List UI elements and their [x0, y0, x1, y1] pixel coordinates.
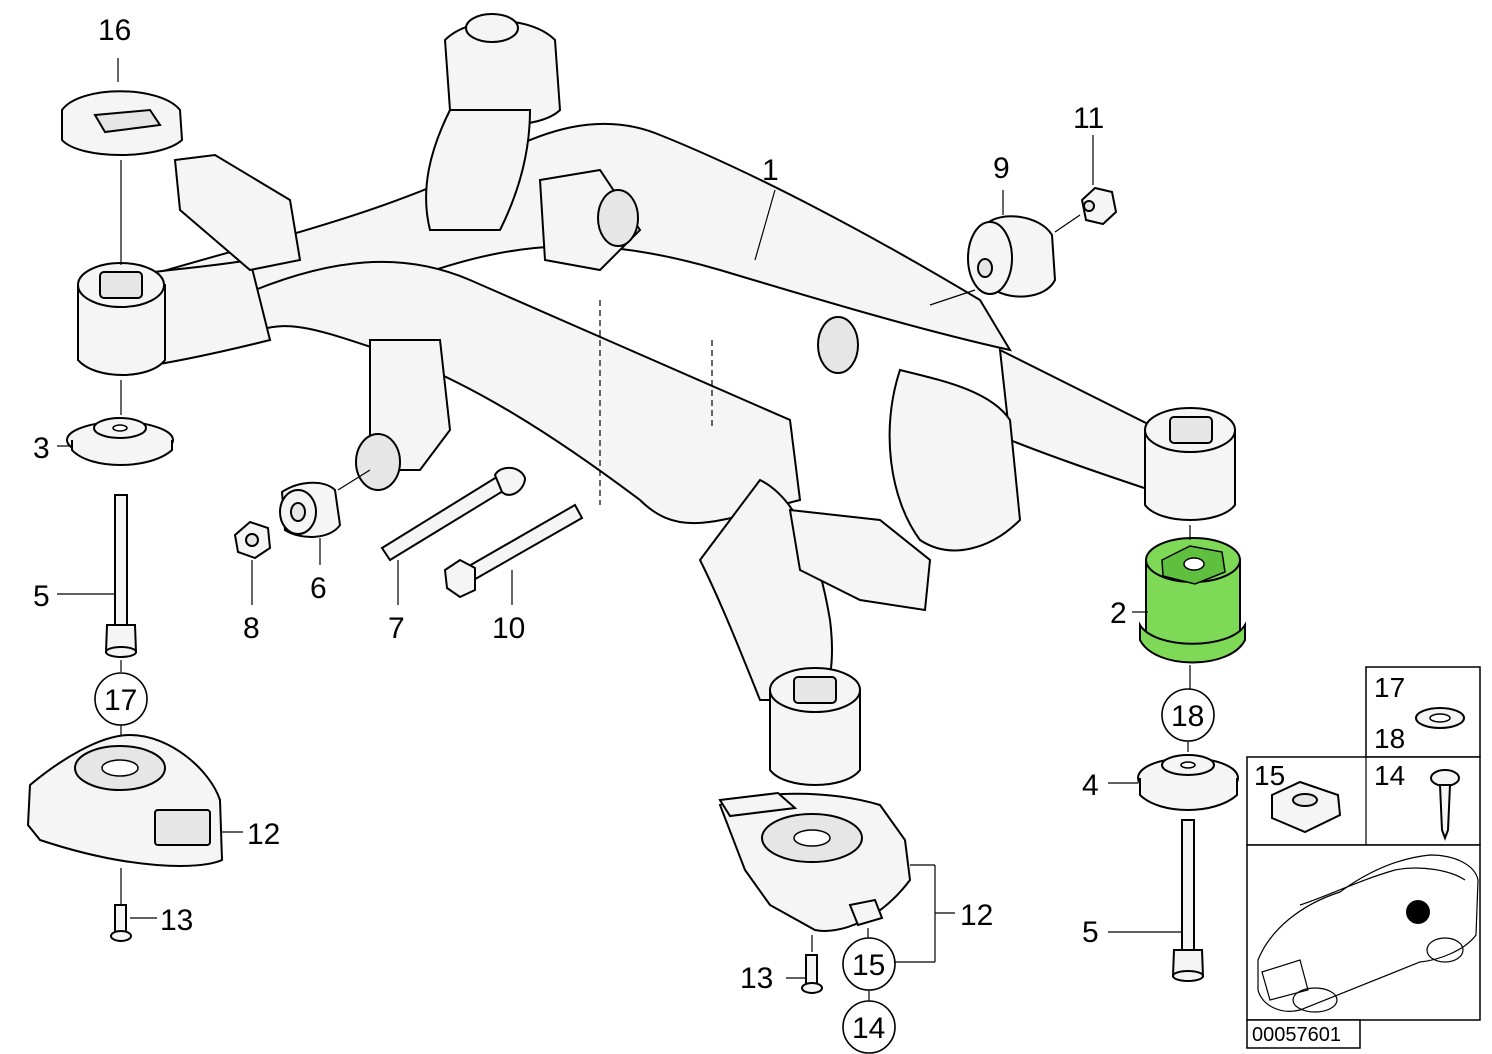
frame-bushing-left	[77, 262, 166, 376]
part-5-bolt-right[interactable]	[1171, 819, 1205, 982]
label-11: 11	[1073, 102, 1104, 135]
frame-bushing-front	[769, 667, 861, 786]
label-16: 16	[98, 14, 131, 47]
part-6-bushing[interactable]	[279, 481, 342, 538]
frame-bushing-right	[1144, 407, 1236, 521]
label-13-left: 13	[160, 904, 193, 937]
part-5-bolt-left[interactable]	[104, 494, 138, 658]
label-9: 9	[993, 152, 1010, 185]
label-13-front: 13	[740, 962, 773, 995]
part-2-bushing-highlighted[interactable]	[1139, 537, 1246, 664]
part-10-bolt[interactable]	[443, 503, 584, 599]
label-17-inset: 17	[1374, 672, 1405, 703]
label-15-inset: 15	[1254, 760, 1285, 791]
part-8-nut[interactable]	[233, 520, 272, 560]
rear-subframe[interactable]	[77, 13, 1236, 786]
label-2: 2	[1110, 597, 1127, 630]
label-3: 3	[33, 432, 50, 465]
inset-washer-17-18	[1415, 707, 1465, 729]
label-10: 10	[492, 612, 525, 645]
label-4: 4	[1082, 769, 1099, 802]
label-12-front: 12	[960, 899, 993, 932]
label-8: 8	[243, 612, 260, 645]
part-4-washer[interactable]	[1137, 754, 1239, 811]
label-1: 1	[762, 154, 779, 187]
part-9-bushing[interactable]	[967, 215, 1057, 298]
part-12-mount-left[interactable]	[26, 733, 224, 867]
label-6: 6	[310, 572, 327, 605]
part-12-mount-front[interactable]	[718, 791, 912, 932]
label-5-right: 5	[1082, 916, 1099, 949]
label-12-left: 12	[247, 818, 280, 851]
part-7-bolt[interactable]	[380, 466, 527, 562]
label-18-inset: 18	[1374, 723, 1405, 754]
label-14-circle: 14	[852, 1012, 885, 1045]
part-11-nut[interactable]	[1080, 186, 1118, 226]
part-16-washer[interactable]	[61, 90, 184, 156]
circle-label-14-front	[842, 1000, 896, 1054]
label-15-circle: 15	[852, 949, 885, 982]
label-14-inset: 14	[1374, 760, 1405, 791]
reference-number-box	[1246, 1019, 1361, 1049]
location-marker-dot	[1406, 900, 1430, 924]
reference-number: 00057601	[1252, 1024, 1341, 1046]
part-3-washer[interactable]	[66, 417, 174, 466]
label-17-circle: 17	[104, 684, 137, 717]
car-location-diagram	[1257, 854, 1479, 1013]
part-13-screw-front[interactable]	[801, 954, 823, 994]
part-13-screw-left[interactable]	[110, 904, 132, 942]
inset-screw-14	[1430, 769, 1460, 841]
label-18-circle: 18	[1171, 700, 1204, 733]
label-5-left: 5	[33, 580, 50, 613]
inset-clip-nut-15	[1271, 780, 1342, 834]
label-7: 7	[388, 612, 405, 645]
